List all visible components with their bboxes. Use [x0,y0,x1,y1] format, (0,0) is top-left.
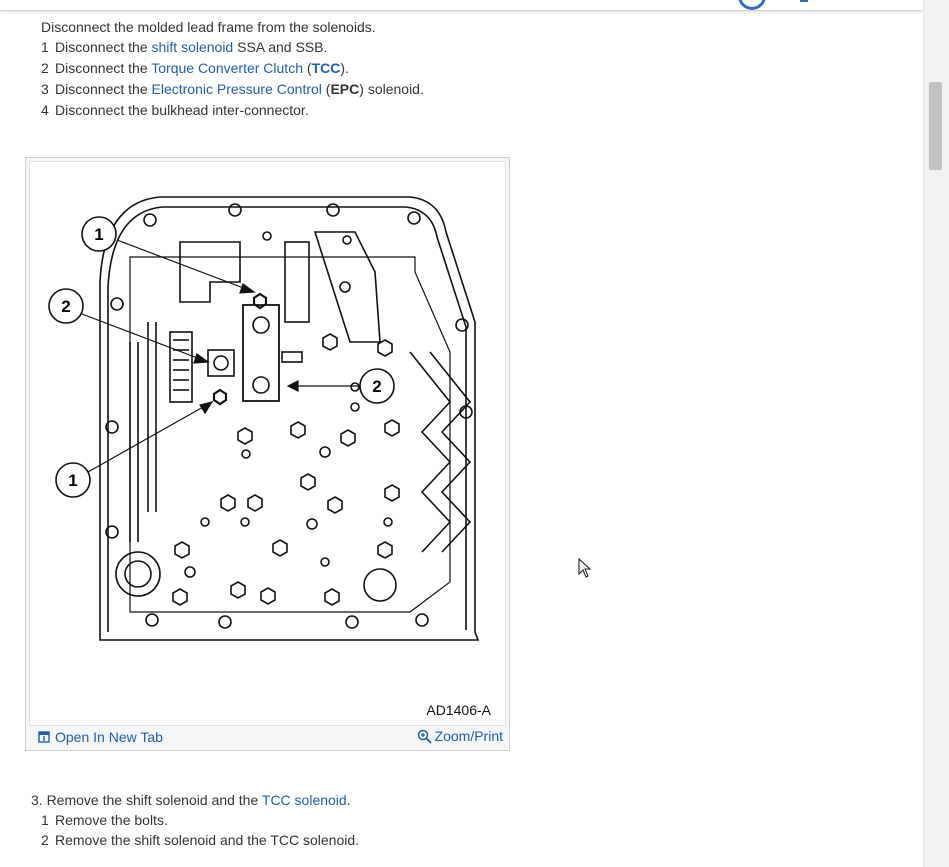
open-in-new-tab-button[interactable]: Open In New Tab [38,729,163,745]
torque-converter-clutch-link[interactable]: Torque Converter Clutch [151,60,303,76]
callout-1-top: 1 [94,225,103,244]
figure-code: AD1406-A [426,702,491,718]
valve-body-diagram: 1 2 2 1 [48,196,480,641]
check-icon[interactable] [800,0,808,2]
figure-toolbar: Open In New Tab Zoom/Print [26,726,509,750]
top-toolbar [0,0,923,11]
open-new-tab-icon [38,731,50,743]
callout-2-left: 2 [61,297,70,316]
tcc-link[interactable]: TCC [311,60,341,76]
scrollbar-thumb[interactable] [929,82,942,170]
intro-text: Disconnect the molded lead frame from th… [41,19,376,35]
callout-1-bottom: 1 [68,471,77,490]
figure-image[interactable]: 1 2 2 1 AD1406-A [29,161,506,726]
open-in-new-tab-label: Open In New Tab [55,729,163,745]
electronic-pressure-control-link[interactable]: Electronic Pressure Control [151,81,322,97]
refresh-icon[interactable] [738,0,766,10]
step-3-heading: 3. Remove the shift solenoid and the TCC… [31,792,351,808]
zoom-in-icon [417,729,432,744]
zoom-print-label: Zoom/Print [434,728,503,744]
mouse-cursor-icon [578,558,592,578]
scrollbar[interactable] [923,0,949,867]
zoom-print-button[interactable]: Zoom/Print [417,728,503,744]
figure-panel: 1 2 2 1 AD1406-A Open In New Tab [25,157,510,751]
shift-solenoid-link[interactable]: shift solenoid [151,39,234,55]
callout-2-right: 2 [372,377,381,396]
tcc-solenoid-link[interactable]: TCC solenoid [261,792,347,808]
